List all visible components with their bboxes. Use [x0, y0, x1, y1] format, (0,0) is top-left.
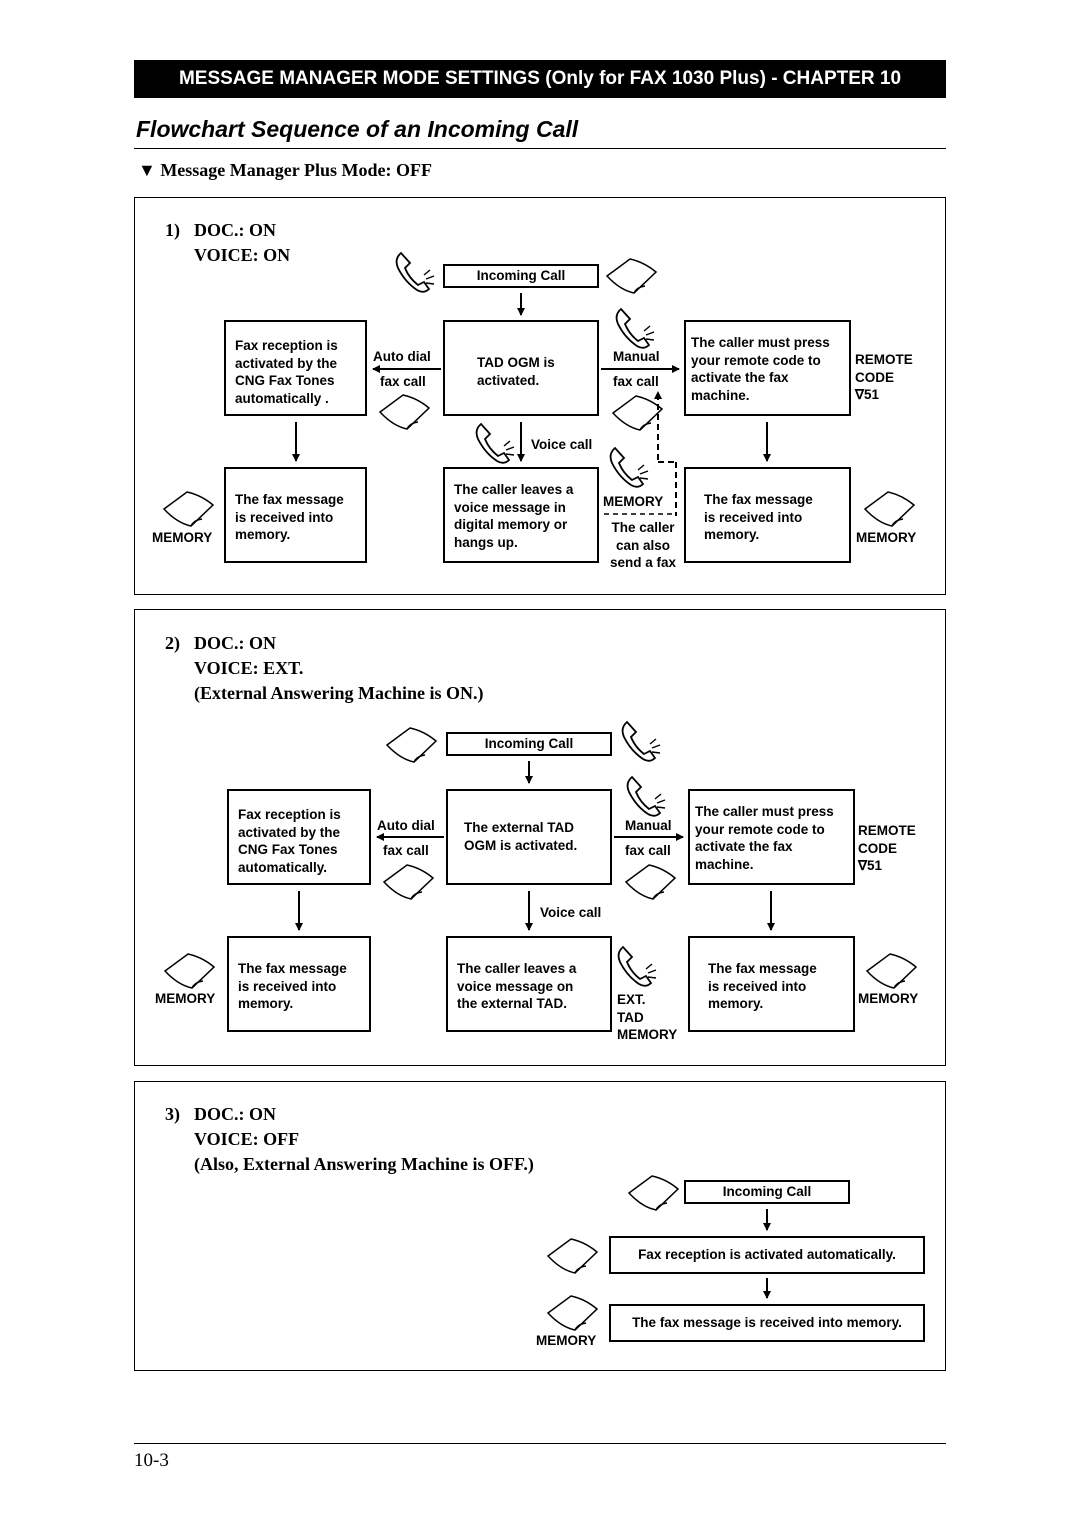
s2-voice-call-label: Voice call [540, 905, 602, 920]
s2-memory-left-paper-icon [163, 953, 216, 989]
section-3-panel [134, 1081, 946, 1371]
s1-caller-leaves-box: The caller leaves a voice message in dig… [443, 467, 599, 563]
chapter-banner: MESSAGE MANAGER MODE SETTINGS (Only for … [134, 60, 946, 98]
s1-manual-fax-paper-icon [611, 395, 664, 431]
s2-memory-left-label: MEMORY [155, 991, 216, 1006]
title-rule [134, 148, 946, 149]
section-2-doc-setting: DOC.: ON [194, 633, 276, 653]
s1-incoming-call-box: Incoming Call [443, 264, 599, 288]
s1-memory-right-paper-icon [863, 491, 916, 527]
section-2-panel [134, 609, 946, 1066]
s1-memory-mid-label: MEMORY [603, 494, 664, 509]
s2-memory-right-paper-icon [865, 953, 918, 989]
s2-incoming-fax-paper-icon [385, 727, 438, 763]
s2-incoming-phone-icon [621, 720, 661, 762]
s2-incoming-call-box: Incoming Call [446, 732, 612, 756]
section-2-number: 2) [165, 633, 180, 653]
s1-fax-received-left-box: The fax message is received into memory. [224, 467, 367, 563]
s1-tad-ogm-box: TAD OGM is activated. [443, 320, 599, 416]
s2-ext-tad-box: The external TAD OGM is activated. [446, 789, 612, 885]
s3-memory-label: MEMORY [536, 1333, 597, 1348]
s2-memory-right-label: MEMORY [858, 991, 919, 1006]
s1-fax-call-right-label: fax call [613, 374, 659, 389]
s1-fax-reception-box: Fax reception is activated by the CNG Fa… [224, 320, 367, 416]
s1-auto-fax-paper-icon [378, 394, 431, 430]
s1-memory-phone-icon [609, 446, 649, 488]
section-1-panel [134, 197, 946, 595]
s1-caller-also-label: The caller can also send a fax [609, 520, 677, 570]
s2-fax-received-left-box: The fax message is received into memory. [227, 936, 371, 1032]
section-1-number: 1) [165, 220, 180, 240]
s3-reception-fax-paper-icon [546, 1238, 599, 1274]
s2-remote-code-label: REMOTE CODE ∇51 [858, 823, 916, 873]
s1-voice-call-label: Voice call [531, 437, 593, 452]
s1-memory-right-label: MEMORY [856, 530, 917, 545]
section-3-ext-note: (Also, External Answering Machine is OFF… [194, 1154, 534, 1174]
s1-fax-received-right-box: The fax message is received into memory. [684, 467, 851, 563]
s2-auto-dial-label: Auto dial [377, 818, 435, 833]
s1-incoming-phone-icon [395, 251, 435, 293]
s1-caller-press-box: The caller must press your remote code t… [684, 320, 851, 416]
s2-fax-received-right-box: The fax message is received into memory. [688, 936, 855, 1032]
s1-manual-label: Manual [613, 349, 660, 364]
s1-fax-call-left-label: fax call [380, 374, 426, 389]
s1-incoming-fax-paper-icon [605, 258, 658, 294]
s2-caller-leaves-box: The caller leaves a voice message on the… [446, 936, 612, 1032]
section-2-voice-setting: VOICE: EXT. [194, 658, 304, 678]
s1-voice-phone-icon [475, 422, 515, 464]
section-1-doc-setting: DOC.: ON [194, 220, 276, 240]
mode-subheading: ▼ Message Manager Plus Mode: OFF [138, 160, 432, 180]
s3-incoming-call-box: Incoming Call [684, 1180, 850, 1204]
section-1-voice-setting: VOICE: ON [194, 245, 291, 265]
s2-auto-fax-paper-icon [382, 864, 435, 900]
s3-memory-paper-icon [546, 1295, 599, 1331]
s2-ext-tad-memory-label: EXT. TAD MEMORY [617, 992, 678, 1042]
s3-incoming-fax-paper-icon [627, 1175, 680, 1211]
section-3-doc-setting: DOC.: ON [194, 1104, 276, 1124]
s2-manual-label: Manual [625, 818, 672, 833]
s1-memory-left-paper-icon [162, 491, 215, 527]
section-3-voice-setting: VOICE: OFF [194, 1129, 300, 1149]
s2-fax-reception-box: Fax reception is activated by the CNG Fa… [227, 789, 371, 885]
s2-manual-phone-icon [626, 775, 666, 817]
page-title: Flowchart Sequence of an Incoming Call [136, 116, 579, 142]
s1-manual-phone-icon [615, 307, 655, 349]
s3-fax-received-box: The fax message is received into memory. [609, 1304, 925, 1342]
s2-fax-call-right-label: fax call [625, 843, 671, 858]
page-number: 10-3 [134, 1450, 169, 1471]
s2-ext-tad-phone-icon [617, 945, 657, 987]
s2-manual-fax-paper-icon [624, 864, 677, 900]
s1-memory-left-label: MEMORY [152, 530, 213, 545]
section-2-ext-note: (External Answering Machine is ON.) [194, 683, 484, 703]
s1-remote-code-label: REMOTE CODE ∇51 [855, 352, 913, 402]
s2-fax-call-left-label: fax call [383, 843, 429, 858]
s1-auto-dial-label: Auto dial [373, 349, 431, 364]
s3-fax-reception-box: Fax reception is activated automatically… [609, 1236, 925, 1274]
section-3-number: 3) [165, 1104, 180, 1124]
footer-rule [134, 1443, 946, 1444]
s2-caller-press-box: The caller must press your remote code t… [688, 789, 855, 885]
